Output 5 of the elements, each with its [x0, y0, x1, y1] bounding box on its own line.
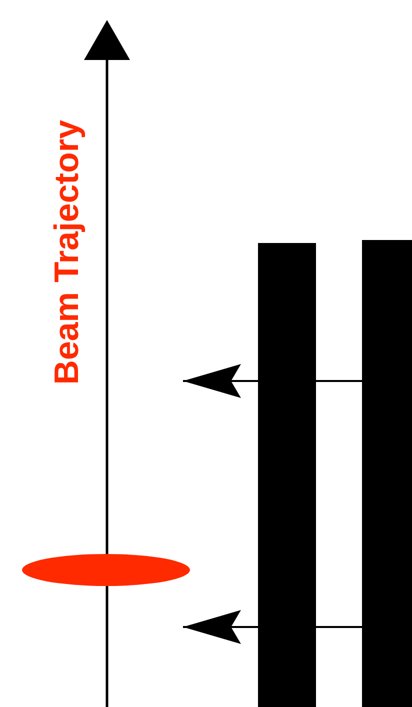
arrow: [183, 364, 362, 398]
electrode-plate: [258, 243, 316, 707]
electrode-plate: [362, 240, 412, 707]
arrow: [183, 610, 362, 644]
axis-label: Beam Trajectory: [50, 120, 84, 385]
